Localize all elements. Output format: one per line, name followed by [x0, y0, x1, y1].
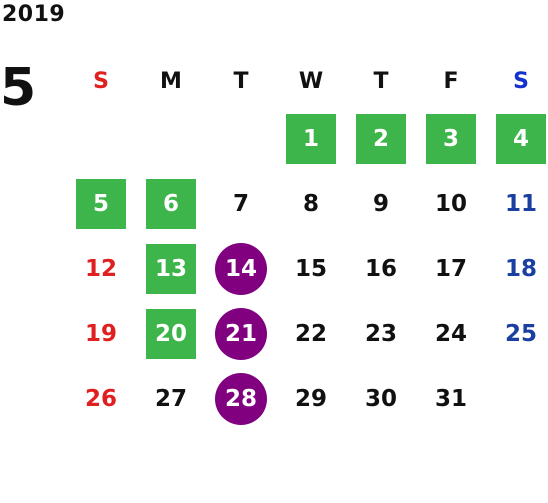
- day-cell-highlight-purple[interactable]: 21: [215, 307, 267, 360]
- day-cell-highlight-green[interactable]: 5: [76, 178, 126, 229]
- day-cell-highlight-purple[interactable]: 14: [215, 242, 267, 295]
- week-row: 12 13 14 15 16 17 18: [66, 236, 548, 301]
- day-cell-highlight-green[interactable]: 1: [286, 113, 336, 164]
- day-cell-highlight-green[interactable]: 4: [496, 113, 546, 164]
- empty-cell: [66, 114, 136, 164]
- month-number: 5: [0, 58, 37, 118]
- day-cell[interactable]: 8: [302, 190, 319, 217]
- day-cell[interactable]: 11: [504, 190, 537, 217]
- day-cell[interactable]: 18: [504, 255, 537, 282]
- weekday-thursday: T: [373, 68, 389, 94]
- empty-cell: [206, 114, 276, 164]
- day-cell[interactable]: 12: [84, 255, 117, 282]
- day-cell[interactable]: 30: [364, 385, 397, 412]
- day-cell[interactable]: 27: [154, 385, 187, 412]
- day-cell[interactable]: 31: [434, 385, 467, 412]
- weekday-sunday: S: [93, 68, 109, 94]
- weekday-monday: M: [160, 68, 182, 94]
- empty-cell: [486, 374, 548, 424]
- day-cell[interactable]: 17: [434, 255, 467, 282]
- day-cell[interactable]: 10: [434, 190, 467, 217]
- day-cell[interactable]: 29: [294, 385, 327, 412]
- weekday-wednesday: W: [298, 68, 324, 94]
- day-cell-highlight-purple[interactable]: 28: [215, 372, 267, 425]
- day-cell[interactable]: 22: [294, 320, 327, 347]
- day-cell[interactable]: 26: [84, 385, 117, 412]
- day-cell[interactable]: 25: [504, 320, 537, 347]
- week-row: 26 27 28 29 30 31: [66, 366, 548, 431]
- day-cell-highlight-green[interactable]: 20: [146, 308, 196, 359]
- year-label: 2019: [2, 2, 66, 27]
- weekday-header-row: S M T W T F S: [66, 56, 548, 106]
- weekday-saturday: S: [513, 68, 529, 94]
- day-cell[interactable]: 16: [364, 255, 397, 282]
- day-cell[interactable]: 23: [364, 320, 397, 347]
- day-cell-highlight-green[interactable]: 2: [356, 113, 406, 164]
- empty-cell: [136, 114, 206, 164]
- day-cell-highlight-green[interactable]: 13: [146, 243, 196, 294]
- day-cell[interactable]: 7: [232, 190, 249, 217]
- day-cell[interactable]: 24: [434, 320, 467, 347]
- weekday-friday: F: [443, 68, 459, 94]
- day-cell-highlight-green[interactable]: 3: [426, 113, 476, 164]
- day-cell-highlight-green[interactable]: 6: [146, 178, 196, 229]
- day-cell[interactable]: 9: [372, 190, 389, 217]
- week-row: 19 20 21 22 23 24 25: [66, 301, 548, 366]
- weekday-tuesday: T: [233, 68, 249, 94]
- day-cell[interactable]: 15: [294, 255, 327, 282]
- day-cell[interactable]: 19: [84, 320, 117, 347]
